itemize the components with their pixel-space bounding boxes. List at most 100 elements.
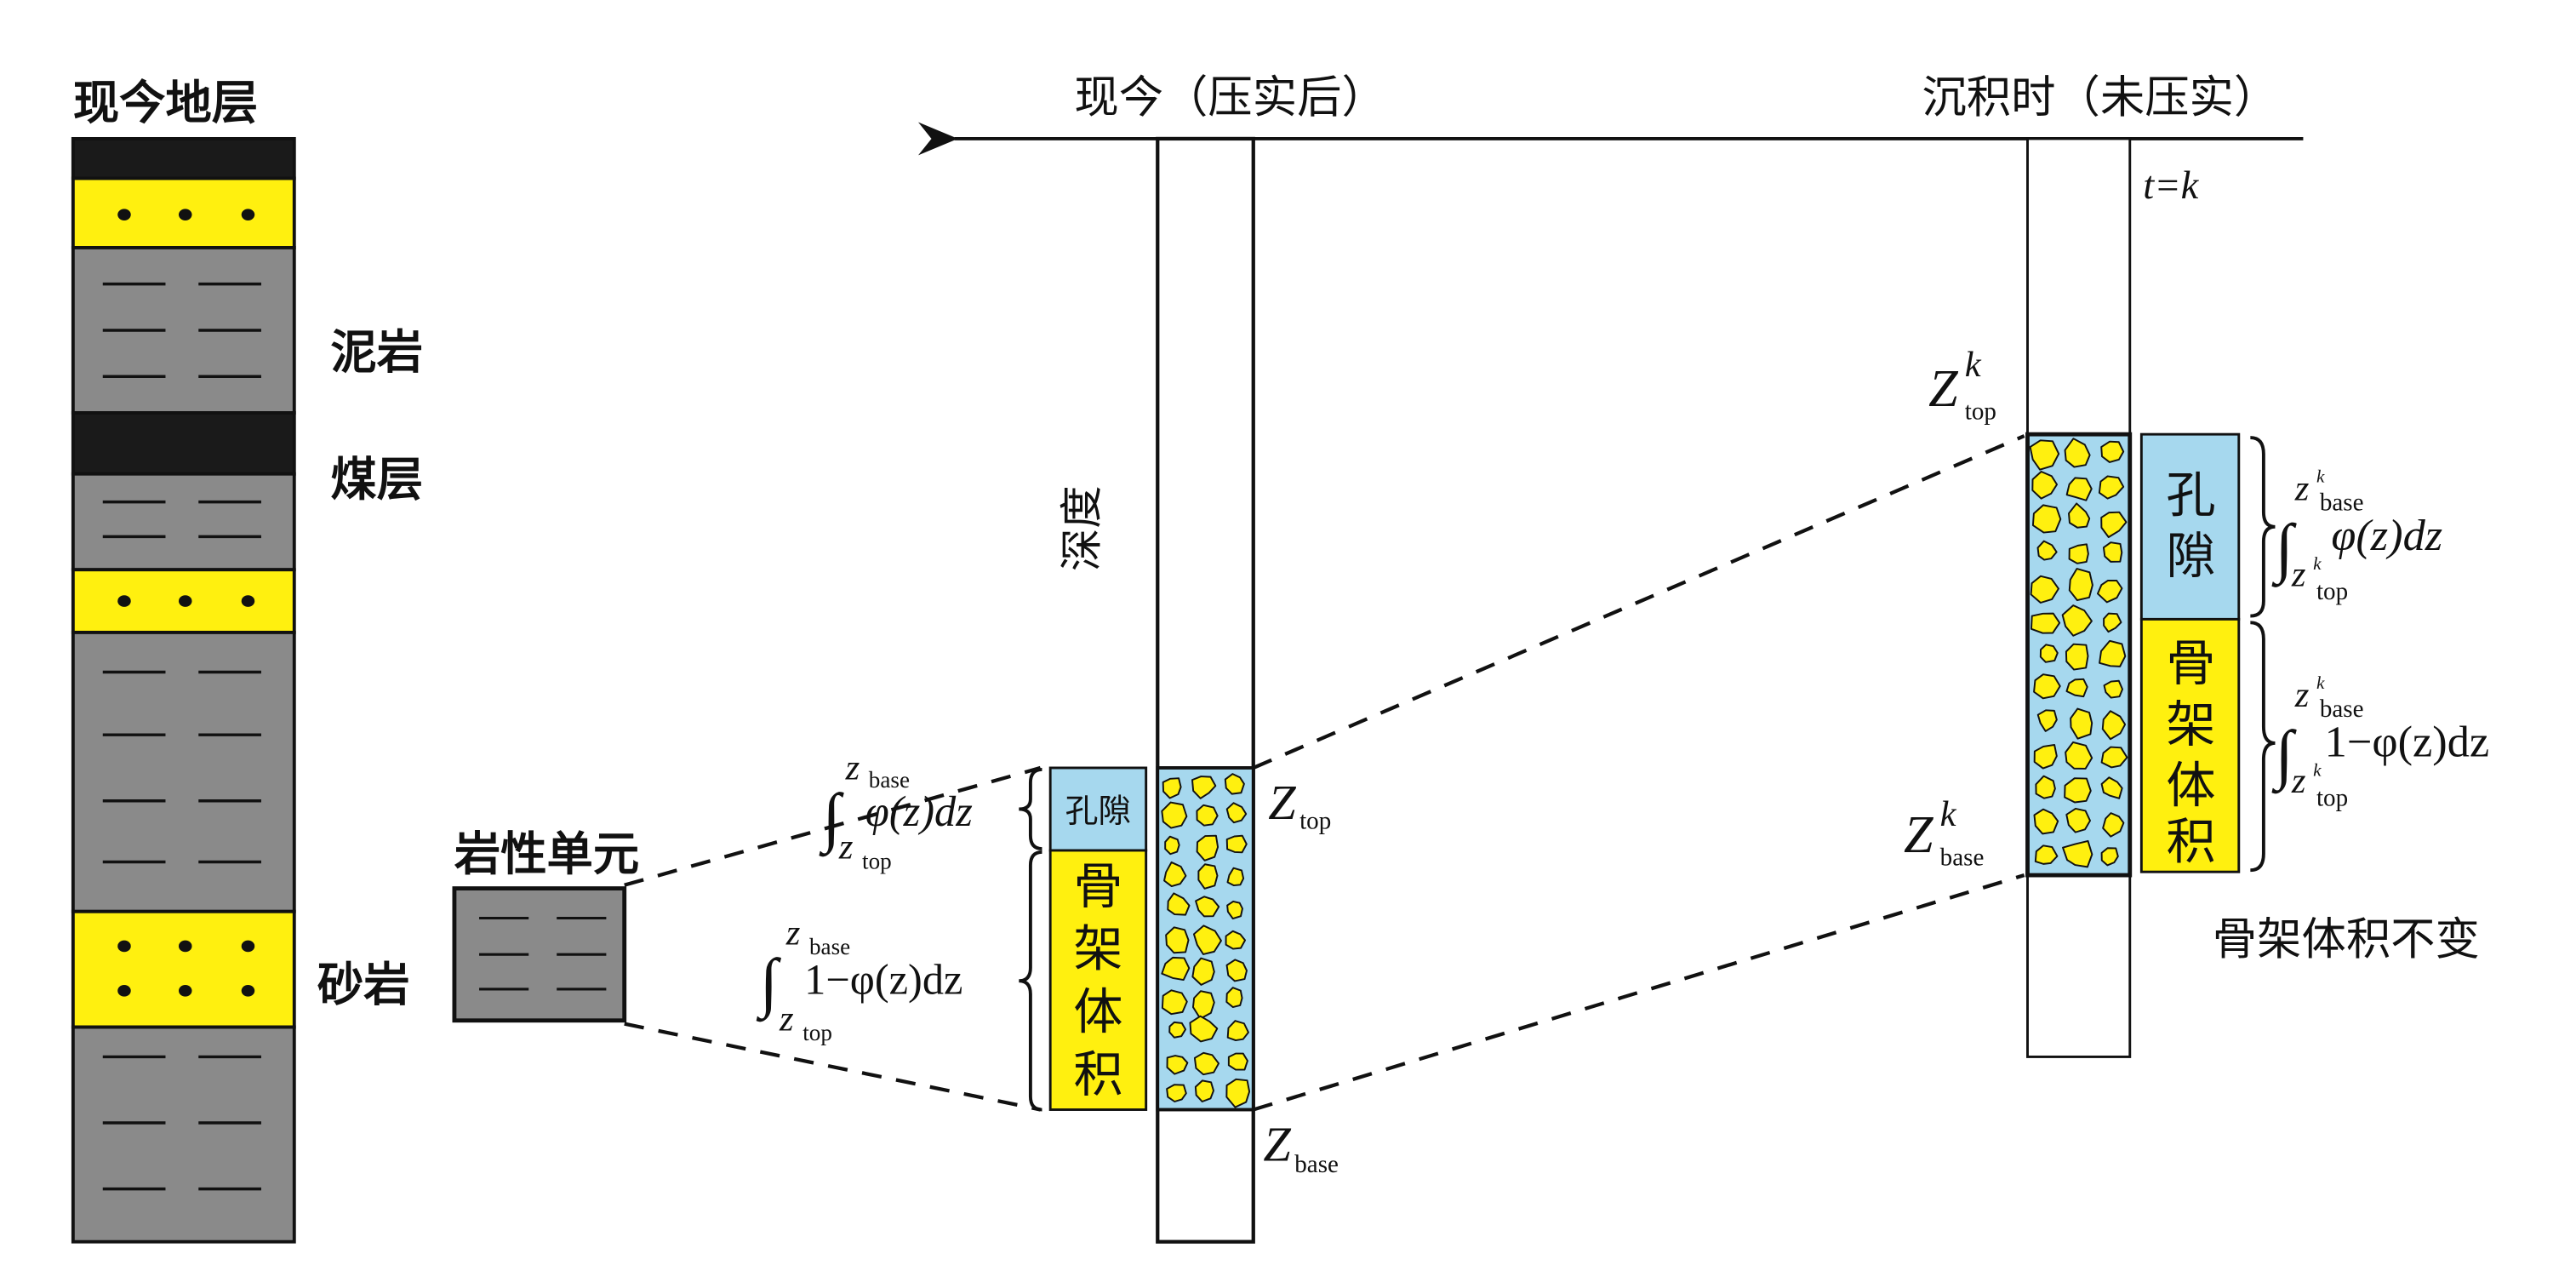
sand-grain — [2099, 639, 2127, 667]
sand-grain — [1161, 801, 1188, 829]
svg-text:z: z — [779, 999, 794, 1039]
sand-grain — [2065, 643, 2089, 671]
svg-text:z: z — [2291, 761, 2306, 801]
sand-grain — [1225, 802, 1248, 824]
sand-grain — [1163, 861, 1187, 888]
svg-text:∫: ∫ — [818, 780, 843, 856]
sand-grain — [2064, 438, 2091, 468]
sand-grain — [1226, 867, 1245, 887]
sand-grain — [2096, 580, 2123, 604]
sand-grain — [1225, 959, 1248, 982]
svg-text:骨: 骨 — [2166, 634, 2215, 692]
present-matrix-formula: ∫ z base z top 1−φ(z)dz — [756, 913, 963, 1046]
svg-text:top: top — [2316, 785, 2348, 812]
deposition-pore-label: 孔 隙 — [2166, 466, 2215, 585]
deposition-braces — [2250, 436, 2276, 873]
sand-grain — [2030, 612, 2061, 634]
sand-grain — [2100, 776, 2123, 799]
zoom-lines-right — [1252, 434, 2025, 1112]
deposition-pore-box — [2139, 432, 2241, 621]
sand-grain — [2103, 679, 2124, 699]
svg-text:z: z — [2294, 469, 2310, 509]
coal-layer — [71, 136, 296, 180]
sand-grain — [2065, 477, 2093, 501]
sand-grain — [1167, 892, 1191, 916]
time-label: t=k — [2143, 164, 2199, 208]
sand-grain — [2070, 707, 2093, 740]
svg-text:base: base — [869, 767, 910, 793]
svg-text:1−φ(z)dz: 1−φ(z)dz — [2325, 717, 2489, 766]
deposition-label: 沉积时（未压实） — [1922, 72, 2278, 123]
deposition-z-base: Z k base — [1904, 794, 1984, 872]
sand-layer — [71, 176, 296, 249]
svg-text:base: base — [2320, 696, 2364, 723]
coal-layer — [71, 410, 296, 476]
deposition-matrix-label: 骨 架 体 积 — [2166, 634, 2215, 870]
svg-text:隙: 隙 — [2166, 527, 2215, 585]
svg-text:base: base — [2320, 489, 2364, 516]
present-pore-box — [1048, 766, 1148, 852]
svg-text:k: k — [1965, 345, 1982, 385]
zoom-lines-left — [624, 765, 1042, 1112]
sand-grain — [1224, 773, 1245, 795]
svg-text:积: 积 — [1073, 1045, 1122, 1103]
svg-text:k: k — [2313, 553, 2322, 574]
sand-grain — [1189, 1015, 1219, 1043]
svg-text:k: k — [2316, 673, 2325, 693]
sand-grain — [1193, 1051, 1220, 1076]
sand-grain — [2030, 575, 2059, 604]
mud-layer — [71, 630, 296, 913]
svg-text:积: 积 — [2166, 813, 2215, 871]
svg-text:∫: ∫ — [2270, 511, 2296, 587]
svg-text:体: 体 — [1073, 982, 1122, 1040]
sand-grain — [2068, 568, 2093, 602]
sand-grain — [2068, 543, 2089, 564]
sand-grain — [2033, 808, 2059, 835]
svg-text:Z: Z — [1263, 1117, 1291, 1172]
sand-grain — [1164, 835, 1180, 856]
svg-text:φ(z)dz: φ(z)dz — [865, 787, 973, 835]
sand-grain — [2100, 440, 2125, 463]
present-z-top: Z top — [1268, 775, 1331, 835]
svg-text:Z: Z — [1904, 806, 1934, 864]
sand-grain — [2033, 744, 2058, 770]
sand-grain — [1227, 1052, 1248, 1071]
svg-text:体: 体 — [2166, 757, 2215, 815]
sand-grain — [1161, 956, 1191, 982]
sand-grain — [1197, 863, 1219, 890]
svg-text:z: z — [2291, 555, 2306, 595]
present-matrix-label: 骨 架 体 积 — [1073, 857, 1122, 1103]
sand-grain — [1225, 930, 1247, 950]
unit-title: 岩性单元 — [454, 827, 639, 881]
sand-grain — [2100, 746, 2128, 769]
present-pore-label: 孔隙 — [1065, 793, 1132, 831]
present-matrix-box — [1048, 849, 1148, 1111]
sand-grain — [1195, 896, 1220, 918]
sand-grain — [2102, 541, 2123, 563]
svg-text:k: k — [2313, 760, 2322, 781]
sand-grain — [2102, 812, 2125, 838]
sand-grain — [2062, 839, 2093, 868]
sand-grain — [1226, 900, 1243, 920]
present-grains — [1161, 773, 1251, 1108]
sand-grain — [1162, 777, 1182, 799]
mud-layer — [71, 1025, 296, 1244]
svg-text:z: z — [838, 827, 854, 867]
sand-grain — [2098, 475, 2125, 500]
sand-grain — [1225, 834, 1248, 854]
sand-grain — [1191, 957, 1215, 986]
sand-grain — [1165, 926, 1190, 954]
svg-text:top: top — [2316, 578, 2348, 605]
sand-grain — [1226, 1020, 1249, 1042]
deposition-grains — [2029, 438, 2128, 868]
mud-layer — [71, 472, 296, 572]
sand-grain — [2061, 604, 2093, 637]
svg-text:z: z — [2294, 675, 2310, 715]
sand-grain — [1225, 987, 1243, 1009]
matrix-constant-note: 骨架体积不变 — [2213, 913, 2480, 965]
sand-grain — [2068, 502, 2091, 529]
lithology-unit-box — [452, 886, 627, 1023]
left-column-title: 现今地层 — [73, 76, 258, 130]
svg-text:∫: ∫ — [2270, 718, 2296, 794]
mud-layer — [71, 246, 296, 415]
